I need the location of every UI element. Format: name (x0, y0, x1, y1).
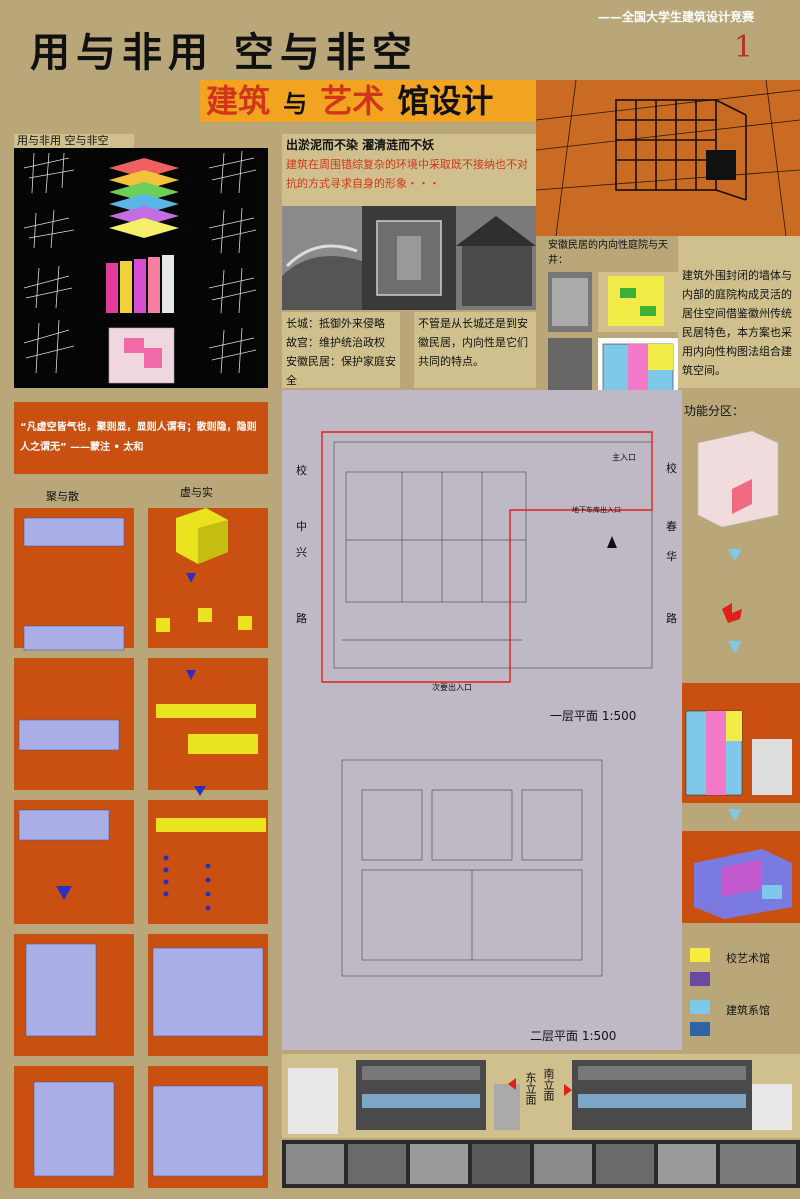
function-zone-diagrams (682, 430, 800, 923)
anhui-diagrams (548, 272, 678, 404)
legend-swatch-arch (690, 1000, 710, 1014)
banner-word-architecture: 建筑 (206, 82, 271, 120)
floor1-label: 一层平面 1:500 (550, 709, 636, 723)
photo-strip (282, 1140, 800, 1188)
sequence-left-column (14, 508, 134, 1188)
east-arrow-icon (508, 1078, 516, 1090)
competition-label: ——全国大学生建筑设计竞赛 (598, 10, 755, 24)
cluster-scatter-diagrams (14, 508, 134, 1188)
concept-panel (14, 148, 268, 388)
concept-title-bar: 用与非用 空与非空 (14, 134, 134, 148)
road-left: 校 中 兴 路 (296, 463, 307, 625)
north-arrow-icon (607, 536, 617, 548)
perspective-render (536, 80, 800, 236)
south-arrow-icon (564, 1084, 572, 1096)
context-left: 长城：抵御外来侵略 故宫：维护统治政权 安徽民居：保护家庭安全 (286, 317, 396, 387)
void-solid-diagrams (148, 508, 268, 1188)
legend-label-arch: 建筑系馆 (726, 1004, 770, 1017)
road-right-char-3: 华 (666, 549, 677, 563)
context-text-panel: 出淤泥而不染 濯清涟而不妖 建筑在周围错综复杂的环境中采取既不接纳也不对抗的方式… (282, 134, 536, 206)
main-entrance-label: 主入口 (612, 452, 636, 462)
sequence-right-column (148, 508, 268, 1188)
secondary-entrance-label: 次要出入口 (432, 682, 472, 692)
context-left-text: 长城：抵御外来侵略 故宫：维护统治政权 安徽民居：保护家庭安全 (282, 312, 400, 388)
context-right-text: 不管是从长城还是到安徽民居，内向性是它们共同的特点。 (414, 312, 536, 388)
context-photos (282, 206, 536, 310)
function-zone-column: 功能分区： (682, 402, 800, 942)
context-photo-strip (282, 206, 536, 310)
anhui-text-panel: 建筑外围封闭的墙体与内部的庭院构成灵活的居住空间借鉴徽州传统民居特色，本方案也采… (678, 236, 800, 388)
elevations-strip: 东立面 南立面 (282, 1054, 800, 1138)
road-left-char-1: 校 (296, 463, 307, 477)
function-zone-title: 功能分区： (684, 404, 745, 418)
road-right-char-4: 路 (666, 612, 677, 625)
page-title: 用与非用 空与非空 (30, 29, 418, 76)
elevation-drawings (288, 1060, 792, 1134)
quote-box: “凡虚空皆气也，聚则显，显则人谓有；散则隐，隐则人之谓无” ——蒙注 • 太和 (14, 402, 268, 474)
floor-plan-drawings: 校 中 兴 路 校 春 华 路 主入口 地下车库出入口 次要出入口 一层平面 1… (296, 431, 677, 1043)
floor2-label: 二层平面 1:500 (530, 1029, 616, 1043)
south-elevation-label: 南立面 (542, 1068, 555, 1101)
concept-diagrams (23, 150, 257, 384)
road-left-char-3: 兴 (296, 546, 307, 559)
banner-word-museum: 馆设计 (397, 82, 494, 120)
banner-word-and: 与 (283, 89, 308, 118)
legend-swatch-art-2 (690, 972, 710, 986)
road-right-char-2: 春 (666, 520, 677, 533)
banner-word-art: 艺术 (320, 82, 385, 120)
quote-text: “凡虚空皆气也，聚则显，显则人谓有；散则隐，隐则人之谓无” ——蒙注 • 太和 (20, 422, 257, 453)
east-elevation-label: 东立面 (524, 1072, 537, 1105)
road-left-char-2: 中 (296, 520, 307, 533)
anhui-heading: 安徽民居的内向性庭院与天井： (548, 240, 668, 266)
context-right: 不管是从长城还是到安徽民居，内向性是它们共同的特点。 (418, 317, 528, 368)
plan-area: 校 中 兴 路 校 春 华 路 主入口 地下车库出入口 次要出入口 一层平面 1… (282, 390, 682, 1050)
page-number: 1 (734, 30, 754, 65)
title-banner: 建筑 与 艺术 馆设计 (200, 80, 536, 122)
photo-strip-images (282, 1140, 800, 1188)
legend: 校艺术馆 建筑系馆 (682, 932, 800, 1050)
anhui-images: 安徽民居的内向性庭院与天井： (548, 236, 678, 404)
context-intro: 建筑在周围错综复杂的环境中采取既不接纳也不对抗的方式寻求自身的形象・・・ (286, 158, 528, 190)
sequence-right-title: 虚与实 (180, 486, 213, 499)
anhui-body: 建筑外围封闭的墙体与内部的庭院构成灵活的居住空间借鉴徽州传统民居特色，本方案也采… (682, 269, 792, 377)
context-heading: 出淤泥而不染 濯清涟而不妖 (286, 138, 435, 152)
legend-label-art: 校艺术馆 (726, 952, 770, 965)
concept-title: 用与非用 空与非空 (17, 134, 109, 147)
road-right-char-1: 校 (666, 461, 677, 475)
road-left-char-4: 路 (296, 612, 307, 625)
legend-swatch-art (690, 948, 710, 962)
garage-entrance-label: 地下车库出入口 (572, 505, 621, 514)
legend-swatch-arch-2 (690, 1022, 710, 1036)
road-right: 校 春 华 路 (666, 461, 677, 625)
sequence-left-title: 聚与散 (46, 490, 79, 503)
perspective-drawing (536, 80, 800, 236)
